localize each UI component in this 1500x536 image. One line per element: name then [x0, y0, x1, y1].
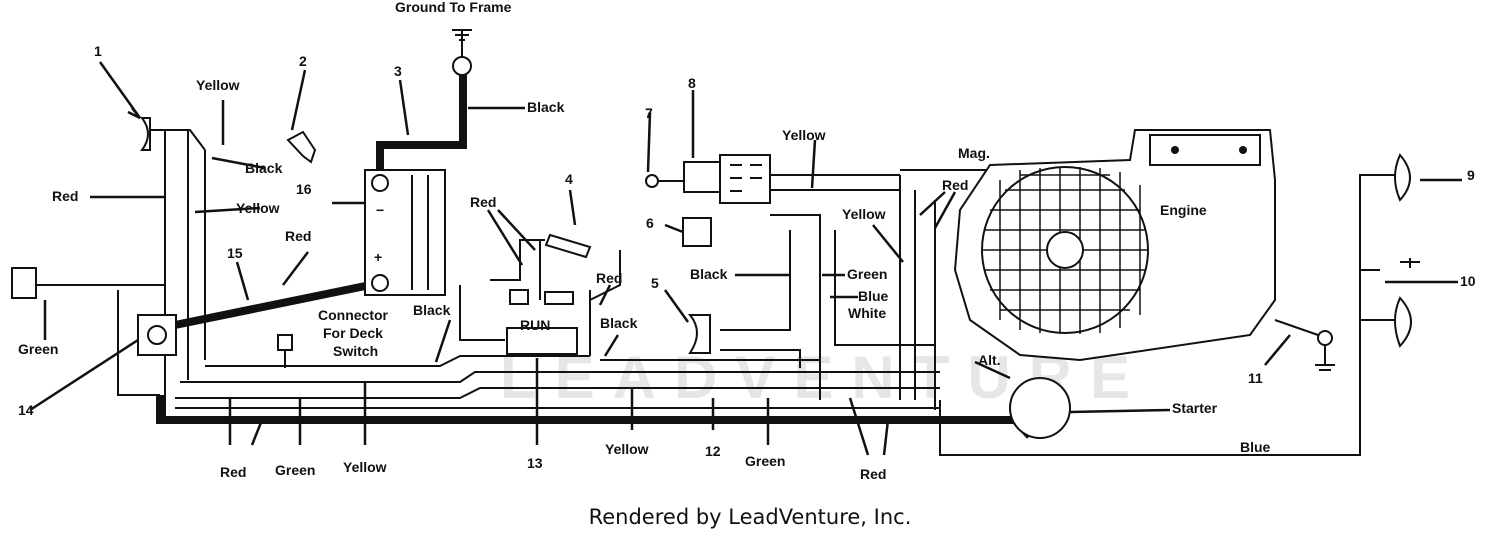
- callout-5: 5: [651, 275, 659, 291]
- label-connector: Connector: [318, 307, 389, 323]
- callout-numbers: 1 2 3 4 5 6 7 8 9 10 11 12 13 14 15 16: [18, 43, 1476, 471]
- relay-6: [682, 217, 712, 247]
- component-1-light: [140, 117, 151, 151]
- footer-credit: Rendered by LeadVenture, Inc.: [588, 505, 912, 529]
- light-9: [1394, 153, 1411, 202]
- label-ground-to-frame: Ground To Frame: [395, 0, 512, 15]
- label-yellow-tl: Yellow: [196, 77, 240, 93]
- callout-11: 11: [1248, 370, 1263, 386]
- callout-15: 15: [227, 245, 243, 261]
- label-yellow-r: Yellow: [842, 206, 886, 222]
- battery-terminal-pos: [371, 274, 389, 292]
- label-white-r: White: [848, 305, 886, 321]
- callout-4: 4: [565, 171, 573, 187]
- label-engine: Engine: [1160, 202, 1207, 218]
- label-mag: Mag.: [958, 145, 990, 161]
- callout-9: 9: [1467, 167, 1475, 183]
- label-alt: Alt.: [978, 352, 1001, 368]
- callout-1: 1: [94, 43, 102, 59]
- label-green-b: Green: [745, 453, 785, 469]
- battery-minus: −: [376, 202, 384, 218]
- engine-hub: [1046, 231, 1084, 269]
- callout-8: 8: [688, 75, 696, 91]
- label-green-bl: Green: [275, 462, 315, 478]
- callout-16: 16: [296, 181, 312, 197]
- label-red-15: Red: [285, 228, 311, 244]
- component-2-clip: [286, 130, 317, 164]
- light-10: [1394, 296, 1412, 348]
- label-red-mid: Red: [470, 194, 496, 210]
- label-yellow-bl: Yellow: [343, 459, 387, 475]
- battery-terminal-neg: [371, 174, 389, 192]
- callout-13: 13: [527, 455, 543, 471]
- ground-lug: [452, 56, 472, 76]
- components: − + RUN: [11, 29, 1420, 439]
- wire-labels: Ground To Frame Black Yellow Black Red Y…: [18, 0, 1271, 482]
- label-blue-b: Blue: [1240, 439, 1271, 455]
- callout-14: 14: [18, 402, 34, 418]
- callout-2: 2: [299, 53, 307, 69]
- switch-13-text: RUN: [520, 317, 550, 333]
- label-black-top: Black: [527, 99, 565, 115]
- switch-13: [506, 327, 578, 355]
- callout-3: 3: [394, 63, 402, 79]
- starter: [1009, 377, 1071, 439]
- label-red-l: Red: [52, 188, 78, 204]
- solenoid-5: [687, 314, 711, 354]
- label-yellow-b: Yellow: [605, 441, 649, 457]
- battery-plus: +: [374, 249, 382, 265]
- label-red-bl: Red: [220, 464, 246, 480]
- label-black-13: Black: [600, 315, 638, 331]
- callout-6: 6: [646, 215, 654, 231]
- label-black-mid: Black: [413, 302, 451, 318]
- label-green-r: Green: [847, 266, 887, 282]
- left-connector: [11, 267, 37, 299]
- label-red-br: Red: [860, 466, 886, 482]
- callout-7: 7: [645, 105, 653, 121]
- label-yellow-l2: Yellow: [236, 200, 280, 216]
- label-black-6: Black: [690, 266, 728, 282]
- label-blue-r: Blue: [858, 288, 889, 304]
- label-red-r: Red: [942, 177, 968, 193]
- label-yellow-top: Yellow: [782, 127, 826, 143]
- key-switch-8: [683, 161, 721, 193]
- callout-10: 10: [1460, 273, 1476, 289]
- callout-arrows: [29, 61, 1462, 456]
- plug-4: [544, 233, 592, 259]
- label-starter: Starter: [1172, 400, 1218, 416]
- label-black-l: Black: [245, 160, 283, 176]
- ground-11: [1317, 330, 1333, 346]
- label-green-l: Green: [18, 341, 58, 357]
- deck-connector: [277, 334, 293, 351]
- callout-12: 12: [705, 443, 721, 459]
- label-for-deck: For Deck: [323, 325, 383, 341]
- label-red-4: Red: [596, 270, 622, 286]
- label-switch: Switch: [333, 343, 378, 359]
